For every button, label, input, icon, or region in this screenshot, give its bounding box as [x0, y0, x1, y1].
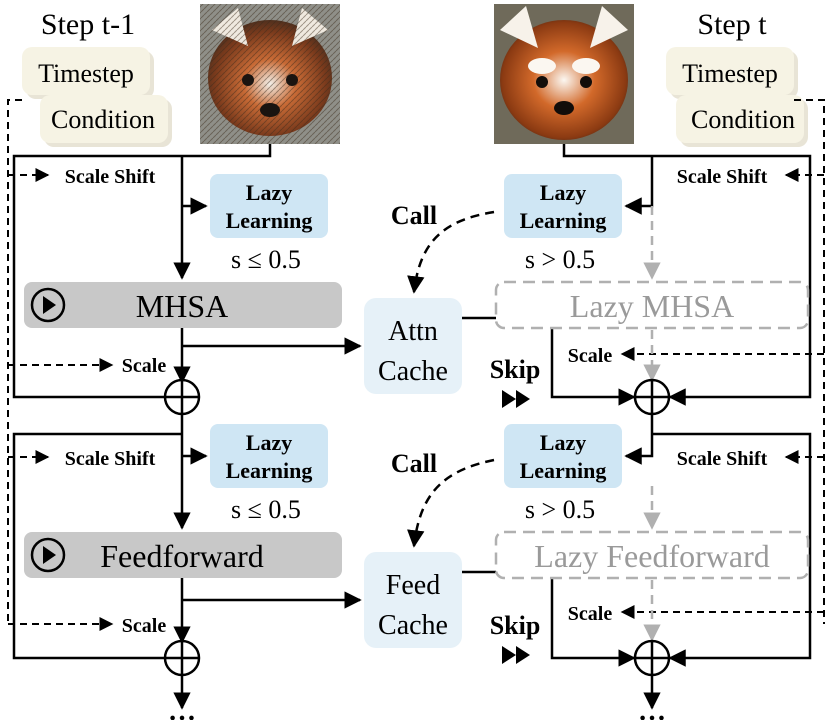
right-lazy-learning-1: Lazy Learning [504, 174, 622, 238]
left-scale-2: Scale [122, 615, 167, 637]
right-lazy-2-line1: Lazy [540, 430, 586, 455]
call-label-1: Call [391, 201, 437, 230]
fast-forward-icon-1 [502, 390, 530, 408]
left-noisy-image [200, 4, 340, 144]
right-scale-shift-2: Scale Shift [677, 448, 768, 470]
skip-label-1: Skip [490, 355, 541, 384]
left-lazy-2-line2: Learning [226, 458, 313, 483]
left-timestep-tag: Timestep [22, 47, 154, 99]
left-scale-shift-1: Scale Shift [65, 166, 156, 188]
left-timestep-label: Timestep [38, 59, 134, 88]
left-lazy-2-line1: Lazy [246, 430, 292, 455]
right-lazy-mhsa-label: Lazy MHSA [570, 288, 734, 324]
right-continuation: … [638, 696, 666, 720]
fast-forward-icon-2 [502, 646, 530, 664]
left-add-1 [163, 378, 201, 416]
right-clean-image [494, 4, 634, 144]
left-continuation: … [168, 696, 196, 720]
left-add-2 [163, 639, 201, 677]
feed-cache-line2: Cache [378, 610, 448, 641]
left-lazy-1-line2: Learning [226, 208, 313, 233]
left-main-path [12, 144, 362, 710]
right-lazy-2-line2: Learning [520, 458, 607, 483]
left-cond-1: s ≤ 0.5 [231, 245, 301, 274]
left-lazy-learning-1: Lazy Learning [210, 174, 328, 238]
left-scale-1: Scale [122, 355, 167, 377]
right-lazy-learning-2: Lazy Learning [504, 424, 622, 488]
right-lazy-feedforward-module: Lazy Feedforward [494, 530, 810, 580]
left-feedforward-module: Feedforward [24, 532, 342, 578]
feed-cache-line1: Feed [386, 570, 440, 601]
left-condition-tag: Condition [40, 95, 172, 147]
play-icon [30, 287, 66, 323]
skip-label-2: Skip [490, 611, 541, 640]
play-icon [30, 537, 66, 573]
left-mhsa-label: MHSA [136, 288, 228, 324]
right-lazy-mhsa-module: Lazy MHSA [494, 280, 810, 330]
left-scale-shift-2: Scale Shift [65, 448, 156, 470]
left-lazy-learning-2: Lazy Learning [210, 424, 328, 488]
left-feedforward-label: Feedforward [100, 538, 263, 574]
right-lazy-1-line1: Lazy [540, 180, 586, 205]
right-scale-2: Scale [568, 603, 613, 625]
left-lazy-1-line1: Lazy [246, 180, 292, 205]
left-condition-label: Condition [51, 105, 155, 134]
right-add-2 [633, 639, 671, 677]
call-label-2: Call [391, 449, 437, 478]
right-cond-1: s > 0.5 [525, 245, 595, 274]
attn-cache: Attn Cache [364, 298, 462, 394]
attn-cache-line2: Cache [378, 356, 448, 387]
right-lazy-1-line2: Learning [520, 208, 607, 233]
right-timestep-label: Timestep [682, 59, 778, 88]
attn-cache-line1: Attn [388, 316, 438, 347]
call-arrows [407, 210, 495, 548]
right-scale-1: Scale [568, 345, 613, 367]
right-timestep-tag: Timestep [666, 47, 798, 99]
right-step-title: Step t [697, 8, 767, 41]
right-add-1 [633, 378, 671, 416]
right-cond-2: s > 0.5 [525, 495, 595, 524]
right-condition-label: Condition [691, 105, 795, 134]
conditioning-lines [7, 99, 825, 631]
feed-cache: Feed Cache [364, 552, 462, 648]
right-scale-shift-1: Scale Shift [677, 166, 768, 188]
left-mhsa-module: MHSA [24, 282, 342, 328]
right-condition-tag: Condition [676, 95, 808, 147]
left-cond-2: s ≤ 0.5 [231, 495, 301, 524]
left-step-title: Step t-1 [41, 8, 135, 41]
right-lazy-feedforward-label: Lazy Feedforward [534, 538, 769, 574]
